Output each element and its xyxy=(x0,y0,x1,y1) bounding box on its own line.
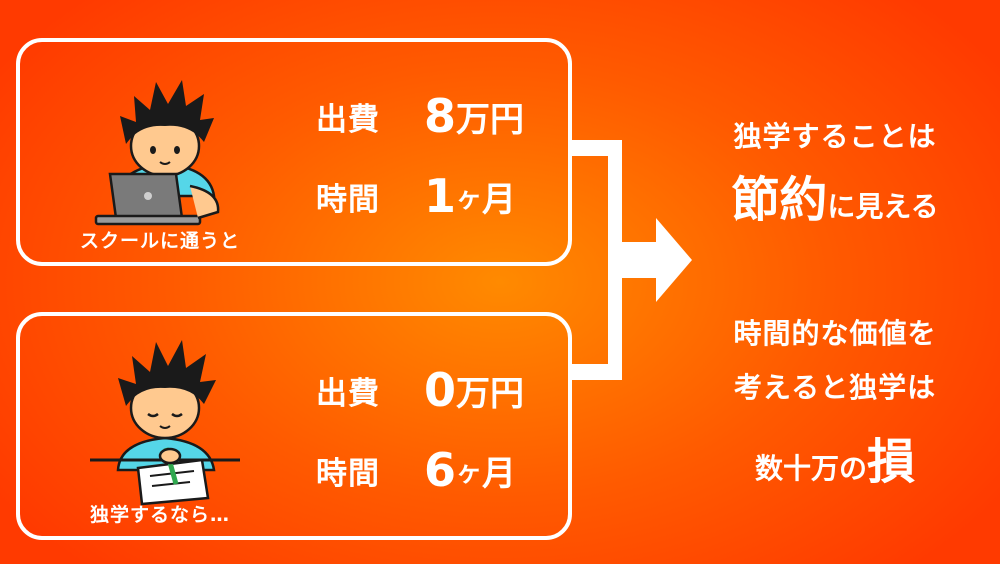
conclusion-line-5-rest: 数十万の xyxy=(754,452,867,485)
school-card: スクールに通うと 出費 8 万円 時間 1 ヶ 月 xyxy=(16,38,572,266)
school-time-row: 時間 1 ヶ 月 xyxy=(316,164,516,228)
conclusion-line-2-rest: に見える xyxy=(827,190,939,223)
conclusion-line-4: 考えると独学は xyxy=(733,371,937,404)
emphasis-saving: 節約 xyxy=(731,172,828,228)
boy-writing-illustration xyxy=(90,340,240,506)
self-study-card: 独学するなら… 出費 0 万円 時間 6 ヶ 月 xyxy=(16,312,572,540)
conclusion-line-5: 数十万の損 xyxy=(690,422,980,492)
self-study-time-row: 時間 6 ヶ 月 xyxy=(316,438,516,502)
conclusion-line-3: 時間的な価値を xyxy=(733,317,937,350)
time-label: 時間 xyxy=(316,181,380,218)
cost-label: 出費 xyxy=(316,101,380,138)
time-value: 6 xyxy=(424,443,457,497)
self-study-cost-row: 出費 0 万円 xyxy=(316,358,524,422)
cost-label: 出費 xyxy=(316,375,380,412)
time-unit: 月 xyxy=(482,453,517,494)
school-caption: スクールに通うと xyxy=(79,230,240,252)
time-label: 時間 xyxy=(316,455,380,492)
conclusion-line-2: 節約に見える xyxy=(690,160,980,230)
cost-unit: 万円 xyxy=(456,99,525,140)
self-study-caption: 独学するなら… xyxy=(89,504,230,526)
time-counter: ヶ xyxy=(456,457,483,488)
cost-value: 8 xyxy=(424,89,457,143)
emphasis-loss: 損 xyxy=(867,434,916,490)
time-unit: 月 xyxy=(482,179,517,220)
time-counter: ヶ xyxy=(456,183,483,214)
school-cost-row: 出費 8 万円 xyxy=(316,84,524,148)
cost-value: 0 xyxy=(424,363,457,417)
cost-unit: 万円 xyxy=(456,373,525,414)
merge-arrow-icon xyxy=(572,140,692,380)
time-value: 1 xyxy=(424,169,457,223)
conclusion-line-1: 独学することは xyxy=(733,120,937,153)
boy-laptop-illustration xyxy=(94,80,220,226)
